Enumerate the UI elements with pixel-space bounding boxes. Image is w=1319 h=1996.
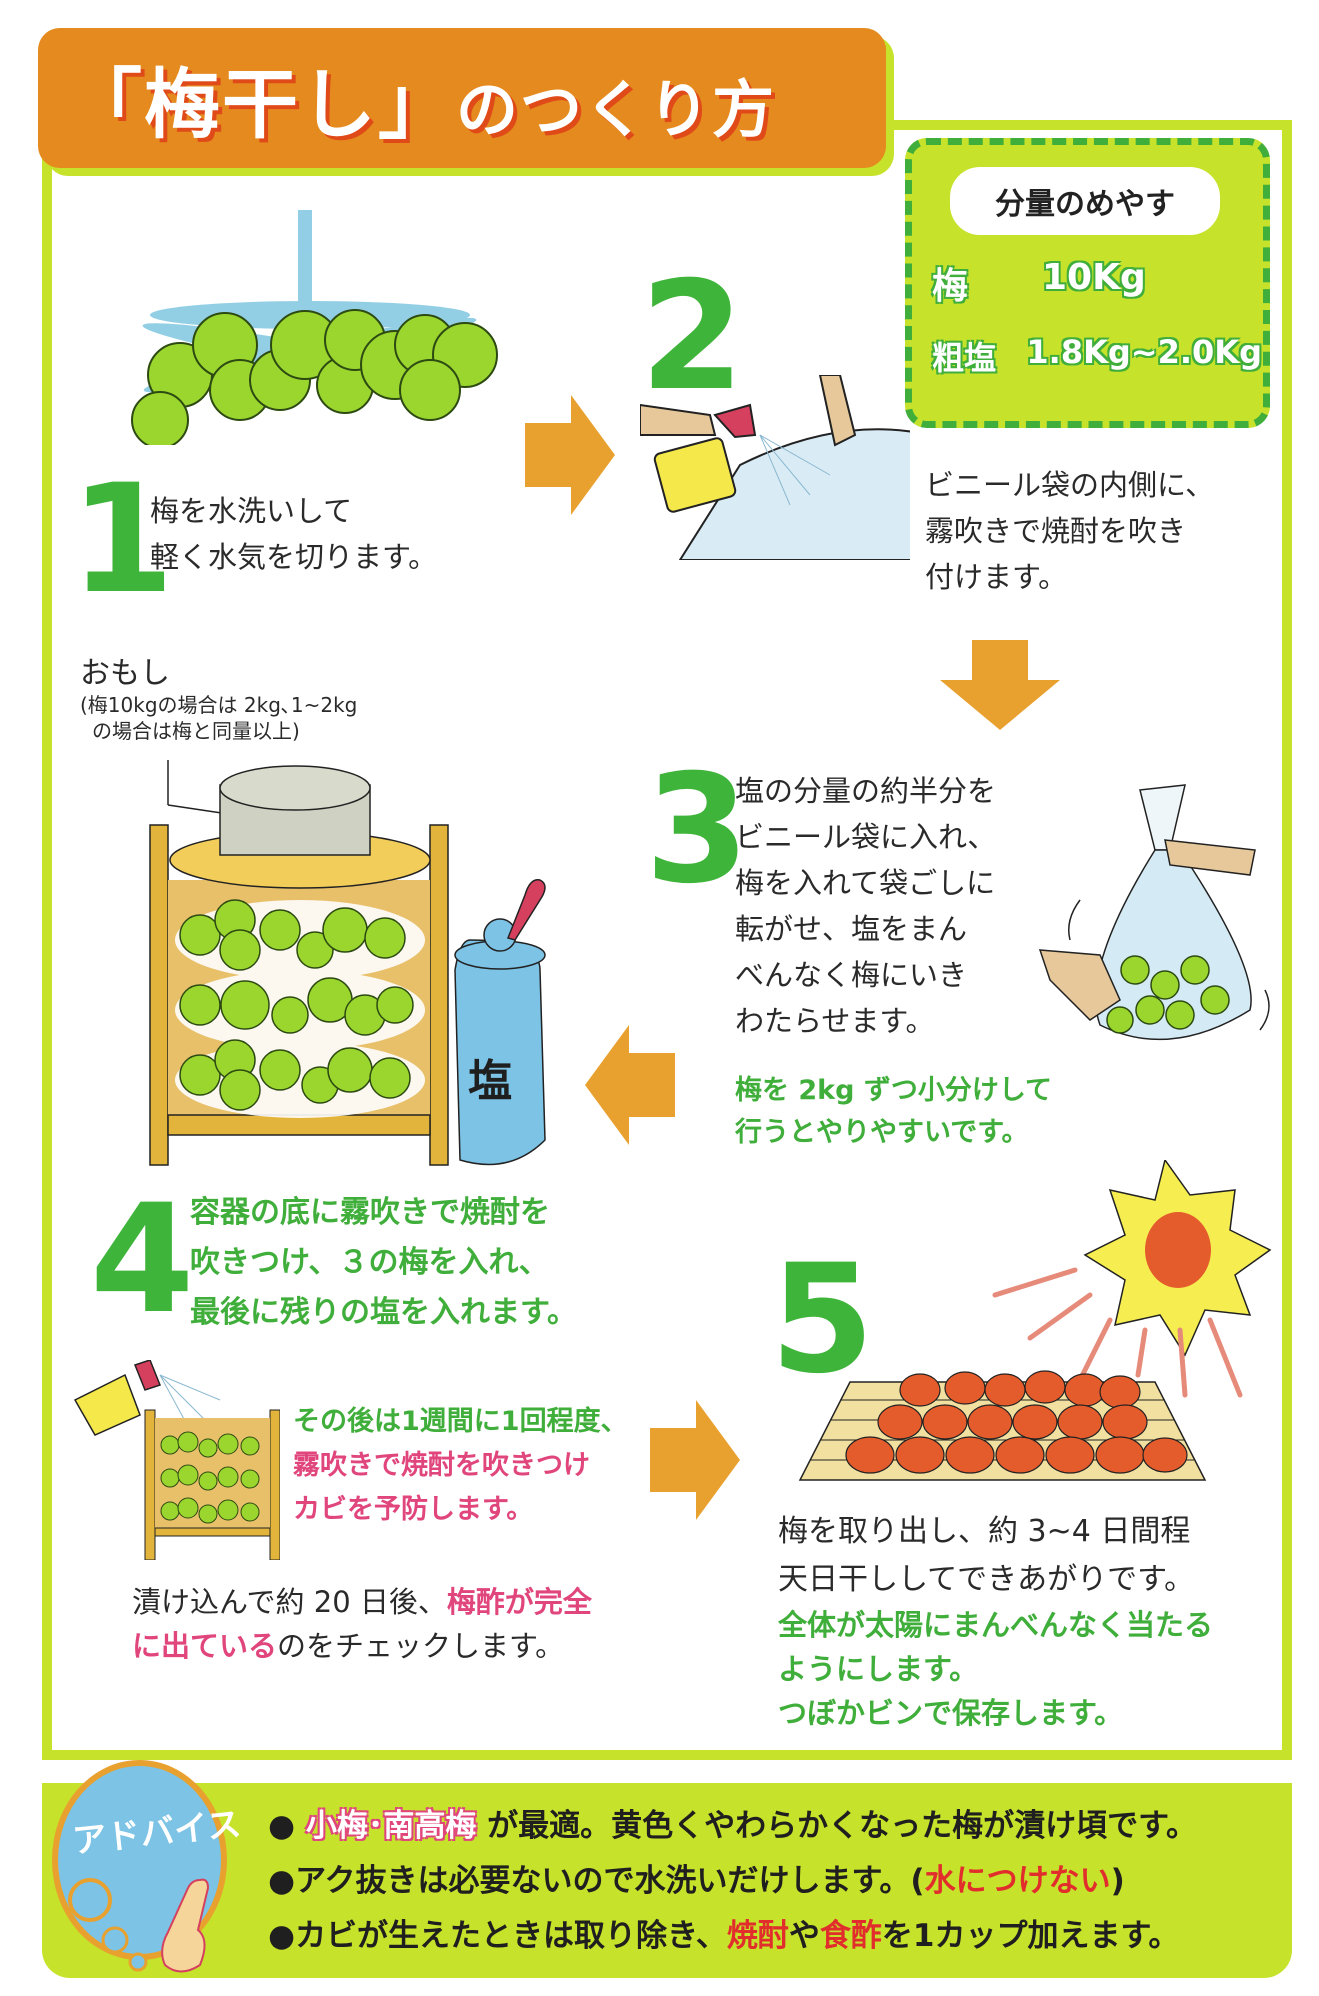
step-1-line: 軽く水気を切ります。: [150, 540, 438, 574]
advice-highlight: 焼酎: [726, 1918, 789, 1954]
arrow-left-icon: [585, 1025, 675, 1145]
advice-text: や: [788, 1918, 820, 1954]
weight-note: おもし (梅10kgの場合は 2kg､1~2kg の場合は梅と同量以上): [80, 648, 357, 744]
advice-highlight: 小梅･南高梅: [305, 1808, 477, 1844]
step-2-text: ビニール袋の内側に、 霧吹きで焼酎を吹き 付けます。: [925, 462, 1214, 600]
content-frame: [42, 120, 1292, 1760]
advice-text: アク抜きは必要ないので水洗いだけします。(: [295, 1863, 925, 1899]
step-1-text: 梅を水洗いして 軽く水気を切ります。: [150, 488, 437, 580]
quantity-row-salt: 粗塩 1.8Kg~2.0Kg: [932, 333, 1262, 379]
step-3-line: べんなく梅にいき: [735, 958, 968, 992]
advice-text: ): [1110, 1863, 1125, 1899]
step-1-line: 梅を水洗いして: [150, 494, 353, 528]
step-5-tip-line: 全体が太陽にまんべんなく当たる: [778, 1608, 1214, 1642]
step-3-line: 転がせ、塩をまん: [735, 912, 968, 946]
check-text: 漬け込んで約 20 日後、: [132, 1585, 447, 1619]
arrow-down-icon: [940, 640, 1060, 730]
pointing-finger-icon: [68, 1878, 210, 1973]
step-3-tip-line: 行うとやりやすいです。: [735, 1117, 1029, 1148]
bullet: ●: [268, 1863, 296, 1899]
bullet: ●: [268, 1918, 296, 1954]
quantity-heading: 分量のめやす: [950, 167, 1220, 235]
step-2-line: 霧吹きで焼酎を吹き: [925, 514, 1187, 548]
spray-container-illustration: [73, 1360, 280, 1560]
followup-line-pink: カビを予防します。: [293, 1494, 534, 1525]
step-5-line: 梅を取り出し、約 3~4 日間程: [778, 1514, 1191, 1549]
check-highlight: に出ている: [132, 1629, 278, 1663]
salt-jar-label: 塩: [468, 1056, 512, 1107]
advice-item-1: ● 小梅･南高梅 が最適。黄色くやわらかくなった梅が漬け頃です。: [268, 1800, 1197, 1845]
step-5-tip: 全体が太陽にまんべんなく当たる ようにします。 つぼかビンで保存します。: [778, 1603, 1213, 1735]
shaking-bag-illustration: [1038, 784, 1270, 1041]
step-1-number: 1: [70, 453, 175, 627]
step-2-line: 付けます。: [925, 560, 1068, 594]
quantity-row-ume: 梅 10Kg: [932, 257, 1262, 309]
step-4-text: 容器の底に霧吹きで焼酎を 吹きつけ、３の梅を入れ、 最後に残りの塩を入れます。: [190, 1188, 577, 1338]
step-4-number: 4: [90, 1173, 195, 1347]
step-3-tip-line: 梅を 2kg ずつ小分けして: [735, 1075, 1053, 1106]
quantity-label: 粗塩: [932, 339, 997, 377]
advice-text: が最適。黄色くやわらかくなった梅が漬け頃です。: [476, 1808, 1198, 1844]
followup-line-green: その後は1週間に1回程度、: [293, 1406, 628, 1437]
advice-panel: [42, 1783, 1292, 1978]
arrow-right-icon: [525, 395, 615, 515]
quantity-value: 10Kg: [1042, 257, 1146, 298]
title-main: 「梅干し」: [66, 60, 456, 149]
bullet: ●: [268, 1808, 296, 1844]
advice-highlight: 食酢: [819, 1918, 882, 1954]
weight-note-line: の場合は梅と同量以上): [92, 719, 300, 743]
step-3-line: わたらせます。: [735, 1004, 935, 1038]
step-5-number: 5: [770, 1233, 875, 1407]
weight-note-heading: おもし: [80, 656, 170, 691]
step-5-line: 天日干ししてできあがりです。: [778, 1562, 1195, 1597]
check-highlight: 梅酢が完全: [446, 1585, 592, 1619]
step-4-line: 最後に残りの塩を入れます。: [190, 1295, 577, 1330]
step-2-line: ビニール袋の内側に、: [925, 468, 1215, 502]
step-2-number: 2: [640, 250, 745, 424]
step-5-tip-line: ようにします。: [778, 1652, 979, 1686]
step-3-line: ビニール袋に入れ、: [735, 820, 997, 854]
advice-text: カビが生えたときは取り除き、: [295, 1918, 727, 1954]
arrow-right-icon: [650, 1400, 740, 1520]
advice-item-3: ●カビが生えたときは取り除き、焼酎や食酢を1カップ加えます。: [268, 1910, 1179, 1955]
quantity-label: 梅: [932, 266, 969, 307]
step-3-tip: 梅を 2kg ずつ小分けして 行うとやりやすいです。: [735, 1070, 1052, 1154]
step-5-tip-line: つぼかビンで保存します。: [778, 1696, 1124, 1730]
pickling-barrel-illustration: [149, 760, 546, 1166]
step-4-followup: その後は1週間に1回程度、 霧吹きで焼酎を吹きつけ カビを予防します。: [293, 1400, 628, 1532]
advice-text: を1カップ加えます。: [881, 1918, 1180, 1954]
quantity-guide-box: 分量のめやす 梅 10Kg 粗塩 1.8Kg~2.0Kg: [905, 138, 1270, 428]
step-5-text: 梅を取り出し、約 3~4 日間程 天日干ししてできあがりです。: [778, 1508, 1194, 1604]
step-3-line: 塩の分量の約半分を: [735, 774, 997, 808]
step-4-line: 容器の底に霧吹きで焼酎を: [190, 1195, 550, 1230]
step-3-text: 塩の分量の約半分を ビニール袋に入れ、 梅を入れて袋ごしに 転がせ、塩をまん べ…: [735, 768, 996, 1044]
step-3-number: 3: [645, 743, 750, 917]
followup-line-pink: 霧吹きで焼酎を吹きつけ: [293, 1450, 590, 1481]
title-badge: 「梅干し」のつくり方: [38, 28, 886, 168]
washed-ume-illustration: [131, 210, 498, 445]
step-4-line: 吹きつけ、３の梅を入れ、: [190, 1245, 549, 1280]
step-3-line: 梅を入れて袋ごしに: [735, 866, 996, 900]
advice-item-2: ●アク抜きは必要ないので水洗いだけします。(水につけない): [268, 1855, 1125, 1900]
step-4-check: 漬け込んで約 20 日後、梅酢が完全 に出ているのをチェックします。: [132, 1580, 592, 1668]
advice-highlight: 水につけない: [924, 1863, 1111, 1899]
sun-drying-illustration: [798, 1160, 1272, 1481]
title-sub: のつくり方: [456, 73, 777, 146]
weight-note-line: (梅10kgの場合は 2kg､1~2kg: [80, 693, 358, 717]
quantity-value: 1.8Kg~2.0Kg: [1026, 333, 1262, 371]
spray-bag-illustration: [640, 375, 910, 560]
check-text: のをチェックします。: [277, 1629, 565, 1663]
page-title: 「梅干し」のつくり方: [66, 43, 776, 153]
